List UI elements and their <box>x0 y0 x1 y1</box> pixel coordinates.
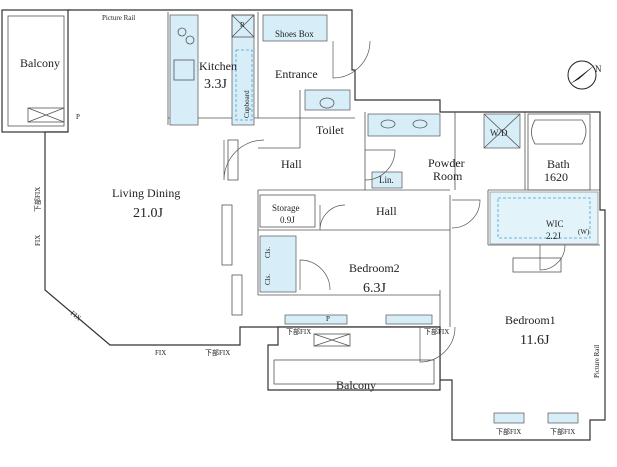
storage-label: Storage <box>272 203 300 213</box>
living-dining-label: Living Dining <box>112 186 180 200</box>
linen-label: Lin. <box>379 175 394 185</box>
closet-label-2: Cls. <box>264 274 272 285</box>
fix-bottom-label-1: FIX <box>155 349 166 357</box>
wic-w-label: (W) <box>578 228 590 236</box>
fix-balcony-label-2: 下部FIX <box>424 327 449 336</box>
fix-bedroom1-label-2: 下部FIX <box>550 427 575 436</box>
living-dining-size: 21.0J <box>133 206 164 221</box>
balcony-bottom-label: Balcony <box>336 378 376 392</box>
entrance-label: Entrance <box>275 67 318 81</box>
annotation-labels: Picture Rail Picture Rail 下部FIX FIX FIX … <box>33 14 601 436</box>
storage-size: 0.9J <box>280 215 295 225</box>
pipe-label-2: P <box>326 315 330 323</box>
wic-size: 2.2J <box>546 231 561 241</box>
bath-label: Bath <box>547 157 570 171</box>
bedroom1-size: 11.6J <box>520 333 550 348</box>
toilet-label: Toilet <box>316 123 344 137</box>
refrigerator-label: R <box>240 21 245 29</box>
hall-upper-label: Hall <box>281 157 302 171</box>
fixtures <box>27 14 599 424</box>
north-arrow-icon: N <box>567 60 602 90</box>
doors <box>221 40 566 363</box>
bedroom1-label: Bedroom1 <box>505 313 556 327</box>
room-labels: Balcony Kitchen 3.3J Entrance Shoes Box … <box>20 29 590 392</box>
powder-room-label-2: Room <box>433 169 463 183</box>
wic-label: WIC <box>546 219 564 229</box>
fix-left-label-2: FIX <box>34 235 42 246</box>
closet-label-1: Cls. <box>264 247 272 258</box>
cupboard-label: Cupboard <box>243 90 251 118</box>
kitchen-label: Kitchen <box>199 59 237 73</box>
svg-text:N: N <box>595 64 602 74</box>
fix-balcony-label-1: 下部FIX <box>286 327 311 336</box>
picture-rail-right-label: Picture Rail <box>593 345 601 378</box>
fix-left-label-1: 下部FIX <box>33 187 42 212</box>
hall-lower-label: Hall <box>376 204 397 218</box>
bath-size: 1620 <box>544 170 568 184</box>
balcony-left-label: Balcony <box>20 56 60 70</box>
powder-room-label-1: Powder <box>428 156 465 170</box>
shoes-box-label: Shoes Box <box>275 29 314 39</box>
wd-label: W/D <box>490 128 508 138</box>
pipe-label-1: P <box>76 113 80 121</box>
bedroom2-label: Bedroom2 <box>349 261 400 275</box>
bedroom2-size: 6.3J <box>363 281 387 296</box>
fix-bottom-label-2: 下部FIX <box>205 348 230 357</box>
kitchen-size: 3.3J <box>204 77 228 92</box>
interior-walls <box>167 12 600 327</box>
fix-bedroom1-label-1: 下部FIX <box>496 427 521 436</box>
picture-rail-top-label: Picture Rail <box>102 14 135 22</box>
